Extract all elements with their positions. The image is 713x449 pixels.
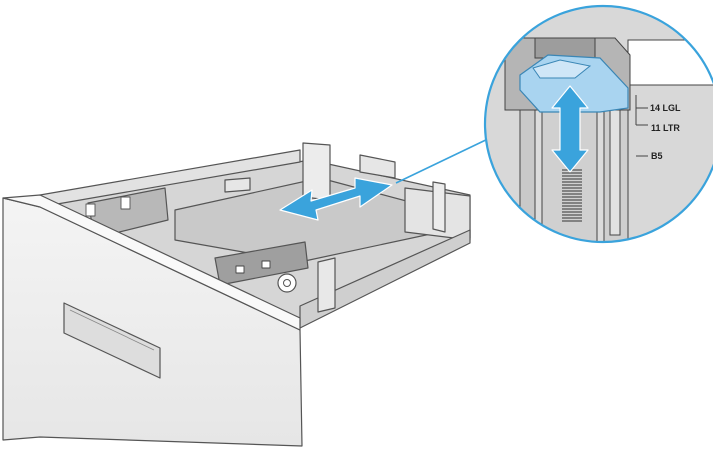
rear-tab <box>302 142 331 201</box>
rear-tab <box>359 154 396 179</box>
rear-tab <box>224 177 251 193</box>
size-ruler <box>562 169 582 222</box>
tray-front-rim <box>2 194 301 331</box>
lever-pivot <box>283 279 291 287</box>
zoom-inset: 14 LGL 11 LTR B5 <box>483 4 713 244</box>
callout-line <box>395 136 493 184</box>
inset-border <box>483 4 713 244</box>
length-guide[interactable] <box>214 241 309 286</box>
guide-slot <box>261 260 271 269</box>
size-label-11-ltr: 11 LTR <box>651 123 680 133</box>
size-label-14-lgl: 14 LGL <box>650 103 681 113</box>
guide-slot <box>85 203 96 217</box>
rear-tab <box>432 181 446 233</box>
double-headed-arrow-left-right-icon <box>279 177 393 221</box>
double-headed-arrow-up-down-icon <box>551 85 589 173</box>
guide-slot <box>120 196 131 210</box>
size-label-b5: B5 <box>651 151 663 161</box>
tray-handle[interactable] <box>63 302 161 379</box>
front-post <box>317 257 336 313</box>
handle-edge <box>69 309 155 351</box>
guide-slot <box>235 265 245 274</box>
paper-tray <box>2 142 471 447</box>
